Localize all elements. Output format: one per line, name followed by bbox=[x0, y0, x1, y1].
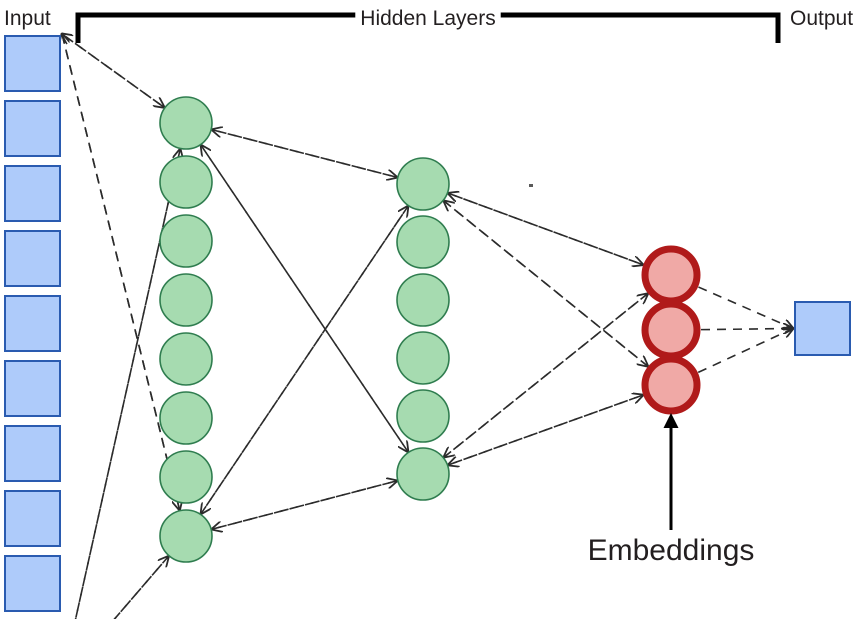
input-node-8 bbox=[4, 490, 61, 547]
edge-embedding-to-output-0 bbox=[698, 286, 793, 328]
stray-speck bbox=[529, 184, 533, 187]
hidden1-node-3 bbox=[159, 214, 213, 268]
label-hidden-layers: Hidden Layers bbox=[360, 7, 495, 30]
embedding-node-3 bbox=[641, 355, 701, 415]
edge-embeddings-to-hidden2-1 bbox=[444, 201, 649, 367]
hidden-label-backdrop bbox=[355, 5, 501, 32]
label-output: Output bbox=[790, 7, 853, 30]
edge-hidden2-to-hidden1-1 bbox=[201, 145, 409, 453]
output-layer bbox=[794, 301, 851, 356]
hidden-layer-2 bbox=[396, 157, 450, 501]
hidden2-node-2 bbox=[396, 215, 450, 269]
label-input: Input bbox=[4, 7, 51, 30]
embedding-layer bbox=[641, 245, 701, 415]
edge-hidden1-to-input-2 bbox=[74, 149, 181, 619]
input-node-2 bbox=[4, 100, 61, 157]
edge-hidden1-to-input-0 bbox=[62, 34, 165, 108]
input-layer bbox=[4, 35, 61, 612]
edge-embedding-to-output-2 bbox=[697, 329, 793, 374]
hidden1-node-5 bbox=[159, 332, 213, 386]
output-node bbox=[794, 301, 851, 356]
input-node-4 bbox=[4, 230, 61, 287]
edge-embedding-to-output-1 bbox=[700, 329, 793, 330]
hidden1-node-2 bbox=[159, 155, 213, 209]
embedding-node-2 bbox=[641, 300, 701, 360]
hidden2-node-3 bbox=[396, 273, 450, 327]
hidden-layer-1 bbox=[159, 96, 213, 563]
embedding-node-1 bbox=[641, 245, 701, 305]
edge-hidden2-to-hidden1-2 bbox=[201, 205, 409, 513]
input-node-1 bbox=[4, 35, 61, 92]
hidden1-node-6 bbox=[159, 391, 213, 445]
hidden1-node-4 bbox=[159, 273, 213, 327]
edge-hidden1-to-input-1 bbox=[62, 34, 181, 510]
hidden1-node-8 bbox=[159, 509, 213, 563]
hidden2-node-4 bbox=[396, 331, 450, 385]
input-node-9 bbox=[4, 555, 61, 612]
hidden2-node-6 bbox=[396, 447, 450, 501]
label-embeddings: Embeddings bbox=[588, 534, 755, 567]
edge-hidden1-to-hidden2-2 bbox=[200, 206, 408, 515]
hidden2-node-1 bbox=[396, 157, 450, 211]
edge-embeddings-to-hidden2-3 bbox=[448, 394, 644, 465]
input-node-3 bbox=[4, 165, 61, 222]
hidden2-node-5 bbox=[396, 389, 450, 443]
edge-hidden1-to-input-3 bbox=[113, 555, 169, 619]
input-node-5 bbox=[4, 295, 61, 352]
hidden1-node-7 bbox=[159, 450, 213, 504]
edge-embeddings-to-hidden2-0 bbox=[448, 193, 644, 266]
edge-embeddings-to-hidden2-2 bbox=[444, 293, 649, 457]
hidden1-node-1 bbox=[159, 96, 213, 150]
input-node-6 bbox=[4, 360, 61, 417]
input-node-7 bbox=[4, 425, 61, 482]
